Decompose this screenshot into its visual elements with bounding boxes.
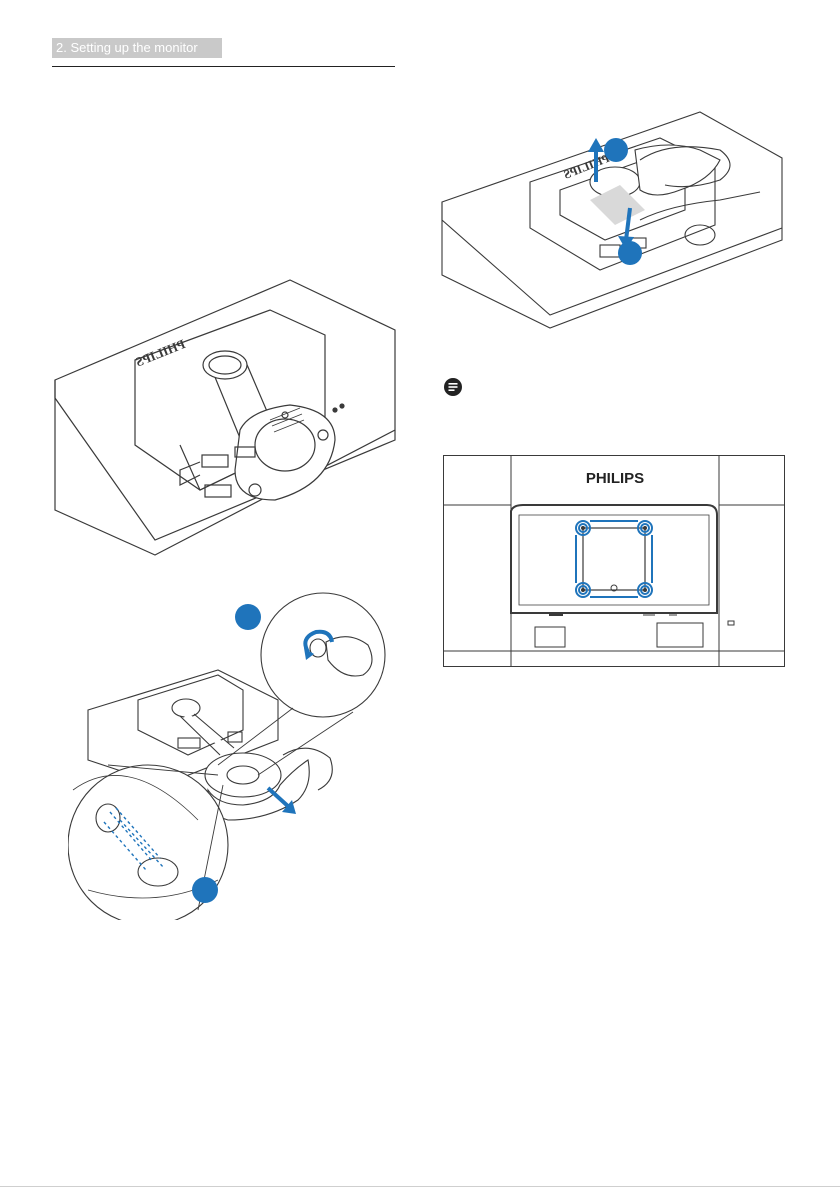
step-marker-1b [604, 138, 628, 162]
header-divider [52, 66, 395, 67]
figure-remove-stand: PHILIPS [440, 110, 785, 330]
vesa-brand-label: PHILIPS [586, 470, 644, 487]
step-marker-1 [235, 604, 261, 630]
figure-remove-base [68, 590, 398, 920]
page-bottom-border [0, 1186, 840, 1187]
figure-monitor-with-stand: PHILIPS [50, 270, 400, 560]
section-title: 2. Setting up the monitor [52, 38, 222, 58]
step-marker-2b [618, 241, 642, 265]
step-marker-2 [192, 877, 218, 903]
note-icon [444, 378, 462, 396]
figure-vesa-mount: PHILIPS [443, 455, 785, 667]
